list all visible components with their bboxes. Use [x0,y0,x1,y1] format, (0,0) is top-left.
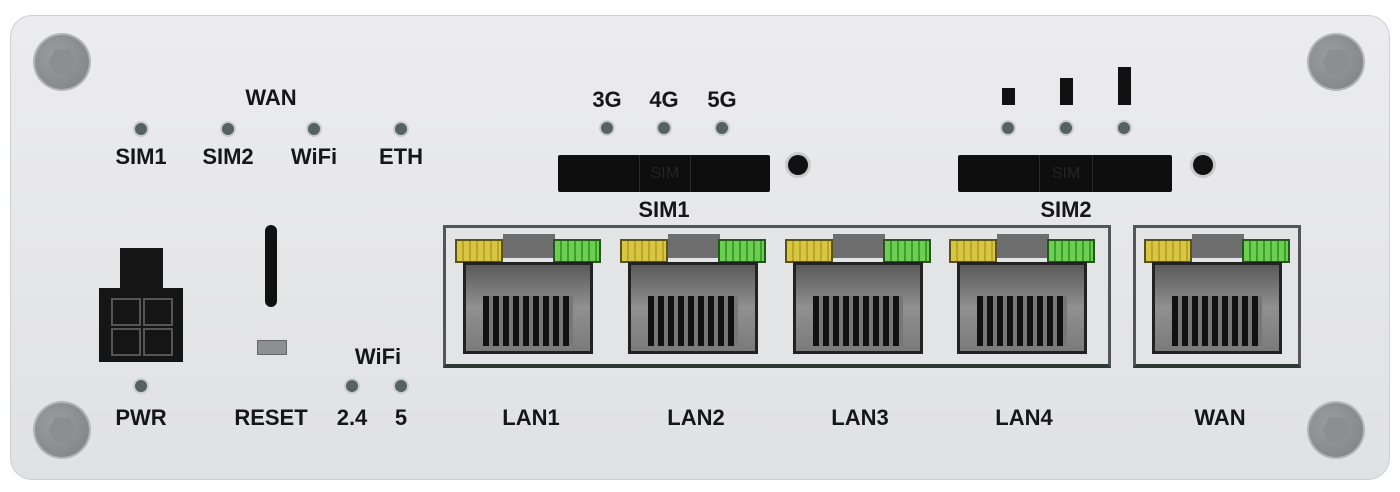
link-led-icon [785,239,833,263]
reset-button[interactable] [257,340,287,355]
pwr-label: PWR [115,405,167,430]
screw-icon [35,35,89,89]
sim1-slot-label: SIM1 [638,197,690,222]
lan2-port[interactable] [618,234,768,364]
sim1-led [135,123,147,135]
wifi-2.4-led [346,380,358,392]
wan-port[interactable] [1142,234,1292,364]
5g-led [716,122,728,134]
lan4-port[interactable] [947,234,1097,364]
wifi-5-led [395,380,407,392]
signal-led [1118,122,1130,134]
port-latch [833,234,885,258]
wan-group-label: WAN [245,85,297,110]
wan-label: WAN [1194,405,1246,430]
sim2-slot-label: SIM2 [1040,197,1092,222]
lan1-label: LAN1 [502,405,560,430]
wifi-5-label: 5 [394,405,408,430]
sim1-eject-hole[interactable] [788,155,808,175]
signal-bar-icon [1002,88,1015,105]
pwr-led [135,380,147,392]
4g-led [658,122,670,134]
activity-led-icon [718,239,766,263]
port-latch [997,234,1049,258]
screw-icon [1309,35,1363,89]
wifi-wan-led [308,123,320,135]
activity-led-icon [1242,239,1290,263]
sim1-slot[interactable]: SIM [558,155,770,192]
lan3-label: LAN3 [831,405,889,430]
sim1-led-label: SIM1 [115,144,167,169]
port-pins-icon [648,296,738,346]
screw-icon [35,403,89,457]
signal-bar-icon [1118,67,1131,105]
lan3-port[interactable] [783,234,933,364]
eth-led [395,123,407,135]
3g-led [601,122,613,134]
4g-label: 4G [649,87,679,112]
3g-label: 3G [592,87,622,112]
sim-slot-text: SIM [1039,155,1093,192]
port-latch [503,234,555,258]
activity-led-icon [553,239,601,263]
lan-port-block [443,225,1111,368]
port-latch [1192,234,1244,258]
sim2-eject-hole[interactable] [1193,155,1213,175]
port-pins-icon [483,296,573,346]
sim2-led [222,123,234,135]
port-pins-icon [813,296,903,346]
wifi-led-label: WiFi [290,144,338,169]
reset-label: RESET [234,405,308,430]
lan1-port[interactable] [453,234,603,364]
link-led-icon [620,239,668,263]
link-led-icon [1144,239,1192,263]
port-latch [668,234,720,258]
link-led-icon [455,239,503,263]
sim-slot-text: SIM [638,155,692,192]
signal-bar-icon [1060,78,1073,105]
wan-port-block [1133,225,1301,368]
activity-led-icon [883,239,931,263]
wifi-band-group-label: WiFi [354,344,402,369]
sim2-slot[interactable]: SIM [958,155,1172,192]
sim2-led-label: SIM2 [202,144,254,169]
port-pins-icon [1172,296,1262,346]
power-connector[interactable] [99,248,183,362]
lan2-label: LAN2 [667,405,725,430]
signal-led [1002,122,1014,134]
signal-led [1060,122,1072,134]
lan4-label: LAN4 [995,405,1053,430]
reset-slot [265,225,277,307]
screw-icon [1309,403,1363,457]
link-led-icon [949,239,997,263]
5g-label: 5G [707,87,737,112]
wifi-2.4-label: 2.4 [336,405,368,430]
activity-led-icon [1047,239,1095,263]
port-pins-icon [977,296,1067,346]
eth-led-label: ETH [379,144,423,169]
